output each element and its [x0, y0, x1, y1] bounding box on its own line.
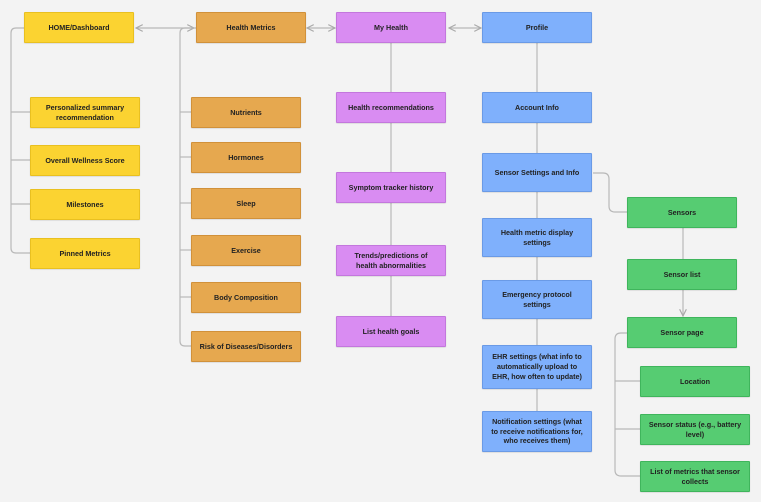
- sensors-node: Sensors: [627, 197, 737, 228]
- home-item-summary: Personalized summary recommendation: [30, 97, 140, 128]
- link-sensor-settings: [593, 172, 627, 213]
- metrics-item-risk-diseases: Risk of Diseases/Disorders: [191, 331, 301, 362]
- metrics-item-nutrients: Nutrients: [191, 97, 301, 128]
- metrics-item-exercise: Exercise: [191, 235, 301, 266]
- my-health-item-goals: List health goals: [336, 316, 446, 347]
- health-metrics-node: Health Metrics: [196, 12, 306, 43]
- bracket-home: [10, 27, 30, 254]
- profile-item-emergency-protocol: Emergency protocol settings: [482, 280, 592, 319]
- profile-node: Profile: [482, 12, 592, 43]
- my-health-node: My Health: [336, 12, 446, 43]
- home-item-wellness-score: Overall Wellness Score: [30, 145, 140, 176]
- profile-item-account-info: Account Info: [482, 92, 592, 123]
- my-health-item-trends: Trends/predictions of health abnormaliti…: [336, 245, 446, 276]
- sensor-list-node: Sensor list: [627, 259, 737, 290]
- metrics-item-sleep: Sleep: [191, 188, 301, 219]
- sensor-item-status: Sensor status (e.g., battery level): [640, 414, 750, 445]
- my-health-item-symptom-tracker: Symptom tracker history: [336, 172, 446, 203]
- bracket-health-metrics: [179, 27, 196, 347]
- profile-item-sensor-settings: Sensor Settings and Info: [482, 153, 592, 192]
- profile-item-health-display: Health metric display settings: [482, 218, 592, 257]
- my-health-item-recommendations: Health recommendations: [336, 92, 446, 123]
- profile-item-ehr-settings: EHR settings (what info to automatically…: [482, 345, 592, 389]
- home-dashboard-node: HOME/Dashboard: [24, 12, 134, 43]
- profile-item-notification-settings: Notification settings (what to receive n…: [482, 411, 592, 452]
- metrics-item-body-composition: Body Composition: [191, 282, 301, 313]
- sensor-item-metrics-list: List of metrics that sensor collects: [640, 461, 750, 492]
- home-item-pinned-metrics: Pinned Metrics: [30, 238, 140, 269]
- home-item-milestones: Milestones: [30, 189, 140, 220]
- sensor-page-node: Sensor page: [627, 317, 737, 348]
- metrics-item-hormones: Hormones: [191, 142, 301, 173]
- bracket-sensor-page: [614, 332, 640, 477]
- sensor-item-location: Location: [640, 366, 750, 397]
